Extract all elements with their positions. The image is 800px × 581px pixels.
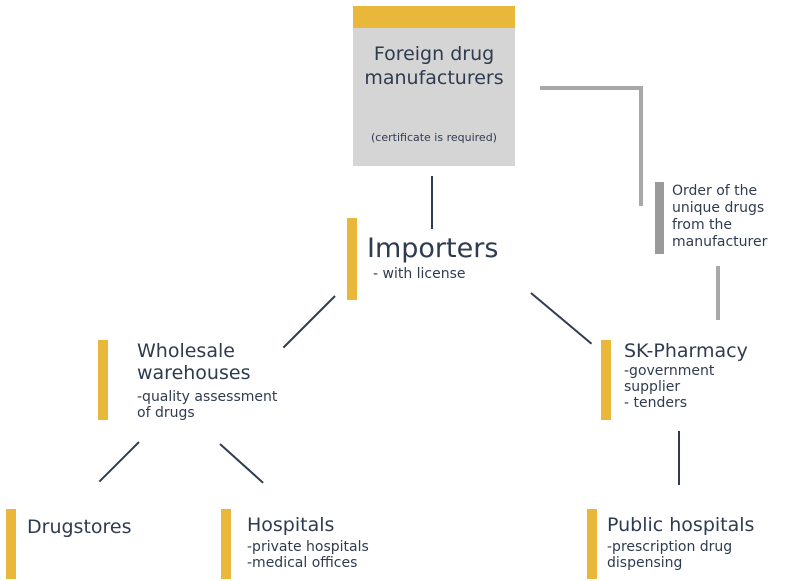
order-note-line1: Order of the — [672, 183, 758, 199]
sk-pharmacy-sub: -government supplier - tenders — [624, 363, 714, 411]
foreign-manufacturers-box — [353, 6, 515, 166]
connector-wholesale-drugstores — [98, 441, 140, 483]
hospitals-bar — [221, 509, 231, 579]
wholesale-sub-line2: of drugs — [137, 405, 195, 421]
order-note: Order of the unique drugs from the manuf… — [672, 183, 767, 251]
connector-importers-wholesale — [282, 295, 336, 349]
public-hospitals-bar — [587, 509, 597, 579]
order-note-line2: unique drugs — [672, 200, 765, 216]
foreign-manufacturers-accent-bar — [353, 6, 515, 28]
importers-sub: - with license — [373, 266, 466, 282]
hospitals-sub-line2: -medical offices — [247, 555, 358, 571]
importers-bar — [347, 218, 357, 300]
public-hospitals-sub: -prescription drug dispensing — [607, 539, 732, 571]
wholesale-title-line2: warehouses — [137, 362, 251, 384]
sk-pharmacy-sub-line2: supplier — [624, 379, 681, 395]
wholesale-sub: -quality assessment of drugs — [137, 389, 277, 421]
sk-pharmacy-sub-line1: -government — [624, 363, 715, 379]
wholesale-bar — [98, 340, 108, 420]
wholesale-title: Wholesale warehouses — [137, 340, 250, 384]
order-note-line4: manufacturer — [672, 234, 768, 250]
wholesale-sub-line1: -quality assessment — [137, 389, 278, 405]
drugstores-title: Drugstores — [27, 516, 132, 538]
foreign-manufacturers-title: Foreign drug manufacturers — [353, 42, 515, 90]
importers-title: Importers — [367, 233, 499, 264]
order-note-line3: from the — [672, 217, 733, 233]
certificate-note: (certificate is required) — [371, 131, 497, 144]
foreign-title-line1: Foreign drug — [373, 43, 495, 65]
gray-connector-horizontal — [540, 86, 643, 90]
order-note-bar — [655, 182, 664, 254]
hospitals-sub-line1: -private hospitals — [247, 539, 369, 555]
sk-pharmacy-sub-line3: - tenders — [624, 395, 688, 411]
gray-connector-vertical-top — [639, 86, 643, 206]
connector-manufacturers-importers — [431, 176, 433, 229]
connector-wholesale-hospitals — [219, 443, 264, 484]
hospitals-title: Hospitals — [247, 514, 335, 536]
connector-importers-sk-pharmacy — [530, 292, 593, 345]
sk-pharmacy-title: SK-Pharmacy — [624, 340, 748, 362]
gray-connector-vertical-bottom — [716, 266, 720, 320]
sk-pharmacy-bar — [601, 340, 611, 420]
drugstores-bar — [6, 509, 16, 579]
wholesale-title-line1: Wholesale — [137, 340, 235, 362]
foreign-title-line2: manufacturers — [364, 67, 504, 89]
connector-sk-public-hospitals — [678, 431, 680, 485]
public-hospitals-title: Public hospitals — [607, 514, 755, 536]
public-hospitals-sub-line2: dispensing — [607, 555, 683, 571]
public-hospitals-sub-line1: -prescription drug — [607, 539, 733, 555]
hospitals-sub: -private hospitals -medical offices — [247, 539, 369, 571]
